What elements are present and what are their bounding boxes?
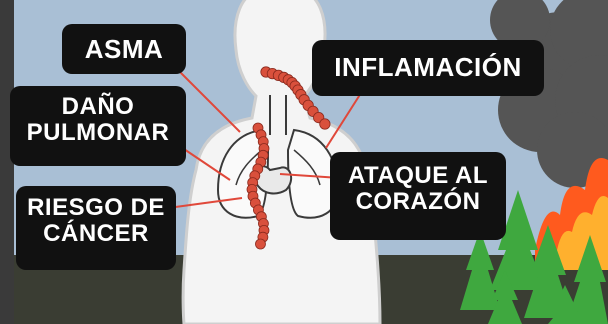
label-inflamacion: INFLAMACIÓN: [312, 40, 544, 96]
label-ataque-corazon: ATAQUE AL CORAZÓN: [330, 152, 506, 240]
label-ataque-line2: CORAZÓN: [340, 189, 496, 215]
label-riesgo-cancer: RIESGO DE CÁNCER: [16, 186, 176, 270]
label-ataque-line1: ATAQUE AL: [340, 163, 496, 189]
label-dano-pulmonar: DAÑO PULMONAR: [10, 86, 186, 166]
particle: [320, 119, 330, 129]
label-inflamacion-text: INFLAMACIÓN: [322, 53, 534, 81]
label-asma: ASMA: [62, 24, 186, 74]
label-dano-line2: PULMONAR: [20, 120, 176, 146]
label-asma-text: ASMA: [72, 35, 176, 63]
label-riesgo-line1: RIESGO DE: [26, 195, 166, 221]
label-riesgo-line2: CÁNCER: [26, 221, 166, 247]
label-dano-line1: DAÑO: [20, 94, 176, 120]
particle: [255, 239, 265, 249]
